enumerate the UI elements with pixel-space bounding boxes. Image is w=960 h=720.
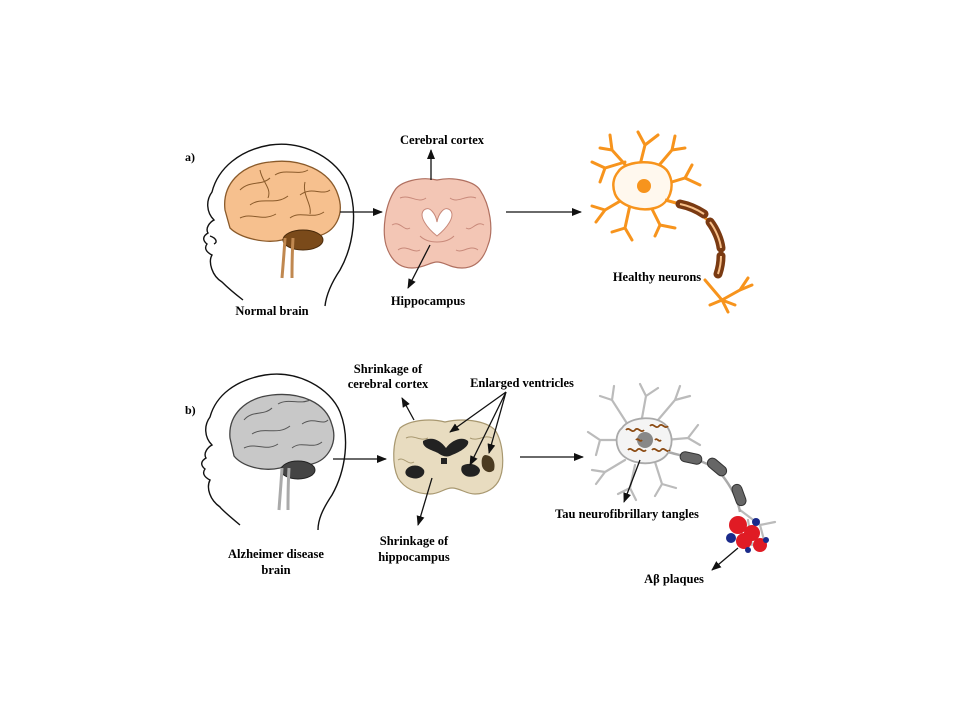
arrow-shrink-cortex: [401, 397, 415, 421]
cerebral-cortex-label: Cerebral cortex: [400, 133, 485, 147]
healthy-neuron-illustration: [590, 130, 754, 314]
shrink-hippo-label-line2: hippocampus: [378, 550, 450, 564]
coronal-section-ad: [393, 419, 504, 495]
shrink-cortex-label-line1: Shrinkage of: [354, 362, 423, 376]
healthy-neuron-body: [612, 161, 673, 211]
arrow-tau-tangles: [623, 459, 641, 503]
normal-brain-illustration: [224, 160, 341, 279]
coronal-section-normal: [383, 178, 492, 269]
arrow-ventricles-2: [469, 391, 507, 466]
arrow-hippocampus: [407, 244, 431, 289]
ad-neuron-illustration: [586, 382, 777, 547]
ad-axon: [667, 450, 747, 513]
shrink-cortex-label-line2: cerebral cortex: [348, 377, 429, 391]
panel-a-letter: a): [185, 150, 195, 164]
healthy-axon: [664, 198, 726, 279]
enlarged-ventricles-label: Enlarged ventricles: [470, 376, 574, 390]
arrow-ventricles-1: [449, 391, 507, 433]
tau-tangles: [625, 423, 671, 453]
arrow-ventricles-3: [487, 391, 507, 454]
ad-brain-label-line2: brain: [261, 563, 290, 577]
healthy-neurons-label: Healthy neurons: [613, 270, 701, 284]
arrow-ab-plaques: [711, 547, 739, 571]
head-silhouette-normal: [203, 143, 355, 307]
amyloid-plaques: [726, 516, 769, 553]
head-silhouette-ad: [201, 373, 347, 531]
normal-brain-label: Normal brain: [235, 304, 308, 318]
ab-plaques-label: Aβ plaques: [644, 572, 704, 586]
hippocampus-label: Hippocampus: [391, 294, 465, 308]
arrow-shrink-hippocampus: [416, 477, 433, 526]
panel-b-letter: b): [185, 403, 196, 417]
ad-brain-illustration: [229, 393, 335, 511]
tau-tangles-label: Tau neurofibrillary tangles: [555, 507, 699, 521]
ad-brain-label-line1: Alzheimer disease: [228, 547, 324, 561]
shrink-hippo-label-line1: Shrinkage of: [380, 534, 449, 548]
